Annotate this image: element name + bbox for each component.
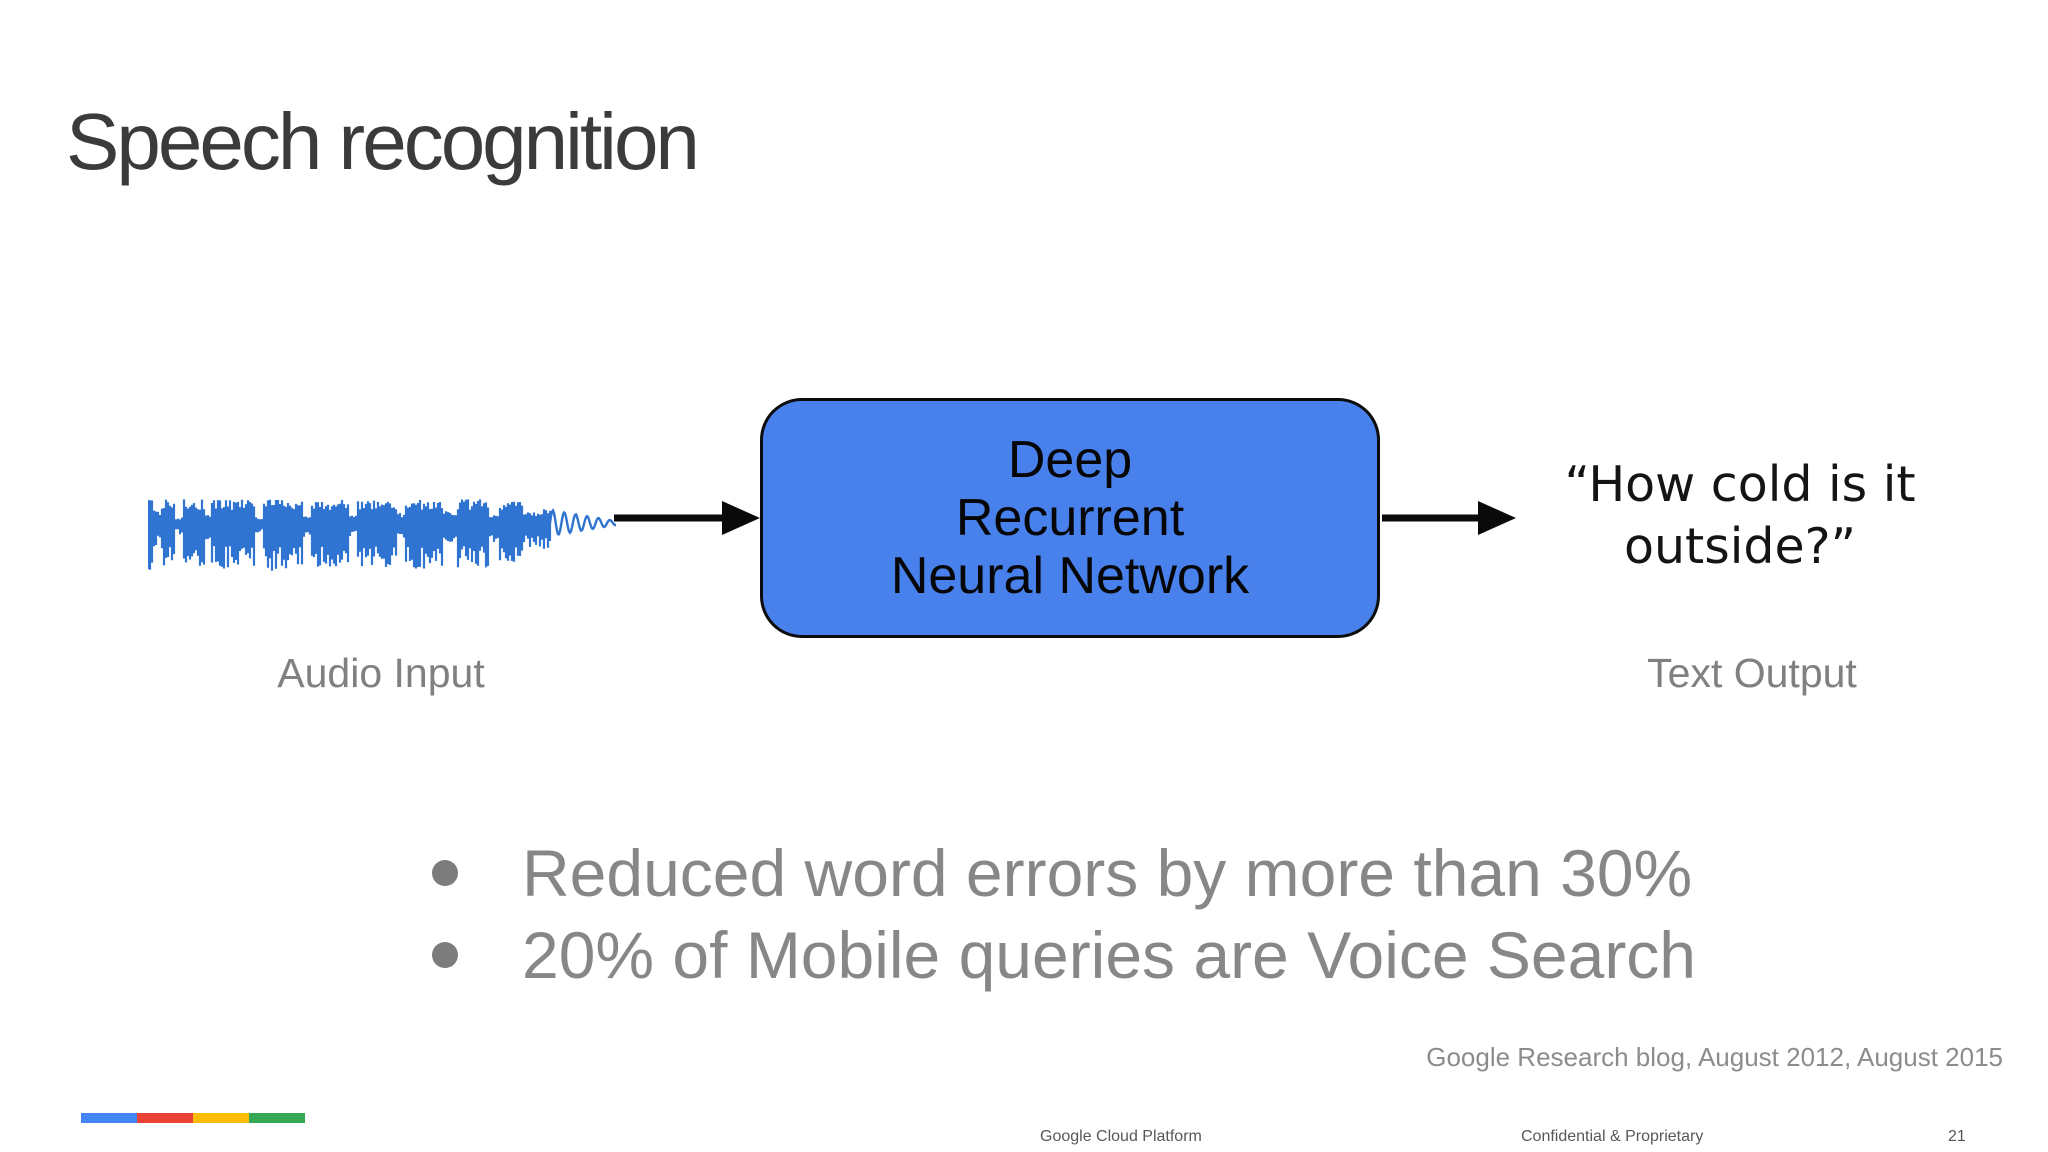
- bullet-text: Reduced word errors by more than 30%: [522, 836, 1693, 910]
- list-item: Reduced word errors by more than 30%: [432, 832, 1696, 914]
- bullet-text: 20% of Mobile queries are Voice Search: [522, 918, 1697, 992]
- output-quote: “How cold is it outside?”: [1390, 454, 2048, 578]
- list-item: 20% of Mobile queries are Voice Search: [432, 914, 1696, 996]
- attribution: Google Research blog, August 2012, Augus…: [1426, 1042, 2003, 1072]
- page-number: 21: [1948, 1128, 1966, 1145]
- arrow-right-icon: [1382, 501, 1516, 535]
- logo-bar-segment-green: [249, 1113, 305, 1123]
- rnn-box-line: Neural Network: [890, 547, 1250, 605]
- rnn-box: Deep Recurrent Neural Network: [760, 398, 1380, 638]
- rnn-box-line: Deep: [1007, 431, 1133, 489]
- logo-bar-segment-red: [137, 1113, 193, 1123]
- audio-input-label: Audio Input: [277, 650, 485, 696]
- audio-waveform-image: [148, 499, 616, 571]
- output-quote-line: “How cold is it: [1564, 456, 1916, 513]
- bullet-dot-icon: [432, 942, 458, 968]
- page-title: Speech recognition: [66, 97, 700, 186]
- bullet-list: Reduced word errors by more than 30% 20%…: [432, 832, 1696, 996]
- text-output-label: Text Output: [1647, 650, 1857, 696]
- bullet-dot-icon: [432, 860, 458, 886]
- arrow-right-icon: [614, 501, 760, 535]
- logo-bar-segment-yellow: [193, 1113, 249, 1123]
- output-quote-line: outside?”: [1623, 518, 1857, 575]
- logo-bar-segment-blue: [81, 1113, 137, 1123]
- footer-brand: Google Cloud Platform: [1040, 1128, 1202, 1145]
- rnn-box-line: Recurrent: [955, 489, 1185, 547]
- footer-confidential: Confidential & Proprietary: [1521, 1128, 1704, 1145]
- google-logo-bar: [81, 1113, 305, 1123]
